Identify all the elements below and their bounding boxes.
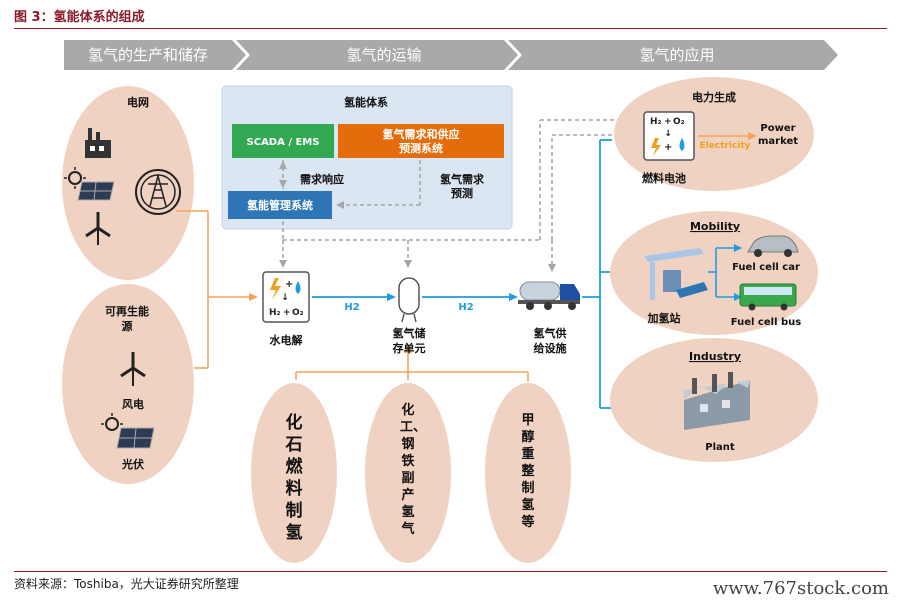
methanol-ellipse <box>485 383 571 563</box>
station-label: 加氢站 <box>647 311 681 325</box>
wind-label: 风电 <box>122 397 144 411</box>
h2-label-2: H2 <box>458 302 473 313</box>
electricity-label: Electricity <box>699 141 750 151</box>
management-box <box>228 191 332 219</box>
fossil-ellipse <box>251 383 337 563</box>
storage-label-2: 存单元 <box>393 341 426 355</box>
stage-3-banner <box>508 40 838 70</box>
chemical-ellipse <box>365 383 451 563</box>
demand-forecast-label-1: 氢气需求 <box>440 172 485 186</box>
fuelcell-plus: + <box>664 117 672 127</box>
renewable-ellipse <box>62 284 194 484</box>
storage-tank-icon <box>398 277 420 323</box>
diagram-canvas: 电网 风电 光伏 氢能体系 SCADA / EMS 氢气需求和供应 预测系统 需… <box>62 77 818 563</box>
dashed-arrow-down <box>279 180 287 188</box>
industry-title: Industry <box>689 350 741 363</box>
dashed-arrow-left <box>336 201 344 209</box>
transmission-tower-icon <box>135 169 181 215</box>
lightning-icon <box>270 278 281 300</box>
wind-turbine-icon <box>85 212 111 245</box>
fuel-cell-bus-icon <box>739 283 797 311</box>
electrolysis-h2: H₂ <box>269 308 281 318</box>
fuel-cell-car-label: Fuel cell car <box>732 262 800 273</box>
hydrogen-station-icon <box>644 248 708 300</box>
stage-2-label: 氢气的运输 <box>346 46 422 64</box>
dashed-arrow-storage <box>404 260 412 268</box>
fuelcell-plus-2: + <box>664 142 672 153</box>
solar-panel-icon <box>77 181 115 201</box>
scada-label: SCADA / EMS <box>247 137 320 148</box>
wind-turbine-icon-2 <box>120 352 146 386</box>
arrow-to-electrolysis <box>249 293 258 301</box>
fossil-label: 化石燃料制氢 <box>285 413 303 543</box>
forecast-label-2: 预测系统 <box>399 141 443 155</box>
power-ellipse <box>614 77 814 191</box>
electrolysis-plus: + <box>285 279 293 290</box>
chemical-label: 化工、钢铁副产氢气 <box>400 403 427 537</box>
dashed-arrow-electrolysis <box>279 260 287 268</box>
demand-forecast-label-2: 预测 <box>451 186 473 200</box>
h2-label-1: H2 <box>344 302 359 313</box>
electrolysis-arrow: ↓ <box>281 293 289 303</box>
forecast-label-1: 氢气需求和供应 <box>383 127 460 141</box>
fuel-cell-label: 燃料电池 <box>641 171 686 185</box>
lightning-icon-2 <box>651 138 661 156</box>
storage-label-1: 氢气储 <box>393 326 426 340</box>
source-note: 资料来源：Toshiba，光大证券研究所整理 <box>14 577 239 591</box>
electrolysis-label: 水电解 <box>270 333 303 347</box>
forecast-box <box>338 124 504 158</box>
sun-icon <box>64 167 86 189</box>
arrow-to-storage <box>404 344 412 353</box>
electrolysis-o2: O₂ <box>292 308 304 318</box>
fuel-cell-bus-label: Fuel cell bus <box>731 317 801 328</box>
footer-divider <box>14 571 887 572</box>
stage-1-banner <box>64 40 246 70</box>
fuelcell-o2: O₂ <box>673 117 685 127</box>
figure-title: 图 3：氢能体系的组成 <box>14 10 145 25</box>
factory-icon <box>85 128 111 158</box>
sun-icon-2 <box>101 413 123 431</box>
solar-panel-icon-2 <box>116 427 155 449</box>
fuelcell-arrow: ↓ <box>664 129 672 139</box>
fuel-cell-car-icon <box>747 235 799 257</box>
water-drop-icon-2 <box>679 138 685 151</box>
mobility-title: Mobility <box>690 220 740 233</box>
arrow-car <box>734 244 742 252</box>
demand-response-label: 需求响应 <box>300 172 344 186</box>
stage-banners <box>64 40 838 70</box>
plant-icon <box>684 372 750 430</box>
management-label: 氢能管理系统 <box>247 198 313 212</box>
grid-label: 电网 <box>127 95 149 109</box>
tanker-truck-icon <box>518 281 580 310</box>
stage-3-label: 氢气的应用 <box>639 46 715 64</box>
supply-label-2: 给设施 <box>534 341 567 355</box>
supply-label-1: 氢气供 <box>534 326 567 340</box>
electrolysis-plus-2: + <box>283 308 291 318</box>
orange-connectors <box>176 210 529 382</box>
power-market-1: Power <box>760 123 795 134</box>
methanol-label: 甲醇重整制氢等 <box>521 413 535 530</box>
power-title: 电力生成 <box>692 90 736 104</box>
arrow-bus <box>734 293 742 301</box>
power-market-2: market <box>758 136 798 147</box>
scada-box <box>232 124 334 158</box>
plant-label: Plant <box>705 442 735 453</box>
arrow-h2-storage <box>387 293 396 301</box>
stage-1-label: 氢气的生产和储存 <box>87 46 208 64</box>
electricity-arrow <box>748 132 757 140</box>
water-drop-icon <box>295 281 301 294</box>
dashed-arrow-up <box>279 161 287 169</box>
solar-label: 光伏 <box>121 457 144 471</box>
fuelcell-h2: H₂ <box>650 117 662 127</box>
title-divider <box>14 28 887 29</box>
system-title: 氢能体系 <box>344 95 388 109</box>
renewable-label: 可再生能源 <box>105 305 149 333</box>
stage-2-banner <box>236 40 518 70</box>
mobility-connectors <box>708 247 736 298</box>
watermark: www.767stock.com <box>712 578 889 599</box>
arrow-h2-supply <box>509 293 518 301</box>
dashed-arrow-supply <box>548 264 556 272</box>
